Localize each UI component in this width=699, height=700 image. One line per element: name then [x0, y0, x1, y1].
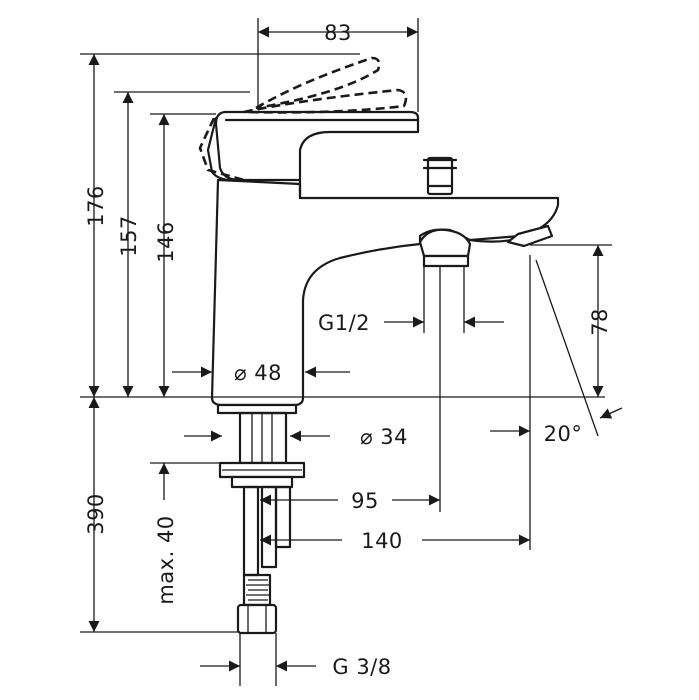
dim-shank-diameter: ⌀ 34 — [360, 425, 408, 449]
dim-height-spout-top: 157 — [117, 215, 141, 257]
dim-max-thickness: max. 40 — [154, 515, 178, 604]
dim-spout-height: 78 — [588, 308, 612, 336]
dim-connection-thread: G1/2 — [318, 311, 370, 335]
dim-inlet-thread: G 3/8 — [332, 655, 391, 679]
dim-height-total: 176 — [84, 185, 108, 227]
dim-reach-spout: 140 — [361, 529, 403, 553]
faucet-outline — [206, 110, 560, 415]
lever-open-positions — [198, 56, 408, 182]
dimension-lines — [88, 26, 623, 672]
dim-reach-connection: 95 — [351, 489, 379, 513]
shank-and-hoses — [218, 411, 306, 635]
dim-spout-angle: 20° — [544, 422, 583, 446]
dim-hose-depth: 390 — [84, 493, 108, 535]
dim-body-diameter: ⌀ 48 — [234, 361, 282, 385]
dim-height-body: 146 — [154, 221, 178, 263]
dim-overall-width: 83 — [324, 21, 352, 45]
